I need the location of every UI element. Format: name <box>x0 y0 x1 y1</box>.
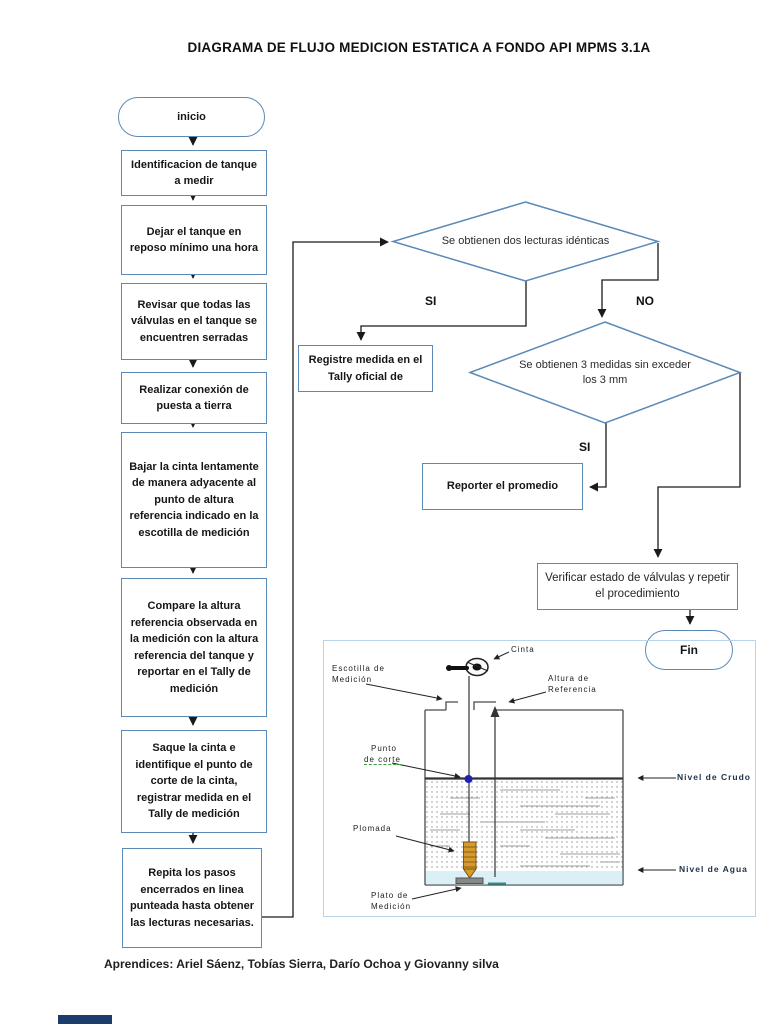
branch-label-si-2: SI <box>579 440 591 454</box>
decision-two-identical-label: Se obtienen dos lecturas idénticas <box>441 234 610 247</box>
label-plato-1: Plato de <box>371 891 409 900</box>
action-verificar-valvulas: Verificar estado de válvulas y repetir e… <box>537 563 738 610</box>
branch-label-no-1: NO <box>636 294 654 308</box>
flow-step-revisar-valvulas: Revisar que todas las válvulas en el tan… <box>121 283 267 360</box>
decision-three-within-label: Se obtienen 3 medidas sin exceder los 3 … <box>519 359 691 386</box>
label-plato-2: Medición <box>371 902 412 911</box>
flow-start-node: inicio <box>118 97 265 137</box>
flow-step-reposo: Dejar el tanque en reposo mínimo una hor… <box>121 205 267 275</box>
label-altura-2: Referencia <box>548 685 597 694</box>
label-nivel-crudo: Nivel de Crudo <box>677 772 751 782</box>
label-altura-1: Altura de <box>548 674 590 683</box>
branch-label-si-1: SI <box>425 294 437 308</box>
label-escotilla-1: Escotilla de <box>332 664 385 673</box>
flow-step-identificacion: Identificacion de tanque a medir <box>121 150 267 196</box>
tank-diagram-frame <box>323 640 756 917</box>
page-title: DIAGRAMA DE FLUJO MEDICION ESTATICA A FO… <box>187 40 651 55</box>
credits-text: Aprendices: Ariel Sáenz, Tobías Sierra, … <box>104 957 499 971</box>
label-punto-1: Punto <box>371 744 397 753</box>
label-punto-2: de corte <box>364 755 401 765</box>
label-nivel-agua: Nivel de Agua <box>679 864 748 874</box>
label-cinta: Cinta <box>511 645 535 654</box>
flow-step-repetir-pasos: Repita los pasos encerrados en linea pun… <box>122 848 262 948</box>
flow-step-comparar-altura: Compare la altura referencia observada e… <box>121 578 267 717</box>
label-escotilla-2: Medición <box>332 675 373 684</box>
flow-end-node: Fin <box>645 630 733 670</box>
flow-step-puesta-tierra: Realizar conexión de puesta a tierra <box>121 372 267 424</box>
next-page-preview-bar <box>58 1015 112 1024</box>
label-plomada: Plomada <box>353 824 392 833</box>
flow-step-sacar-cinta: Saque la cinta e identifique el punto de… <box>121 730 267 833</box>
action-reportar-promedio: Reporter el promedio <box>422 463 583 510</box>
action-registrar-medida: Registre medida en el Tally oficial de <box>298 345 433 392</box>
flow-step-bajar-cinta: Bajar la cinta lentamente de manera adya… <box>121 432 267 568</box>
